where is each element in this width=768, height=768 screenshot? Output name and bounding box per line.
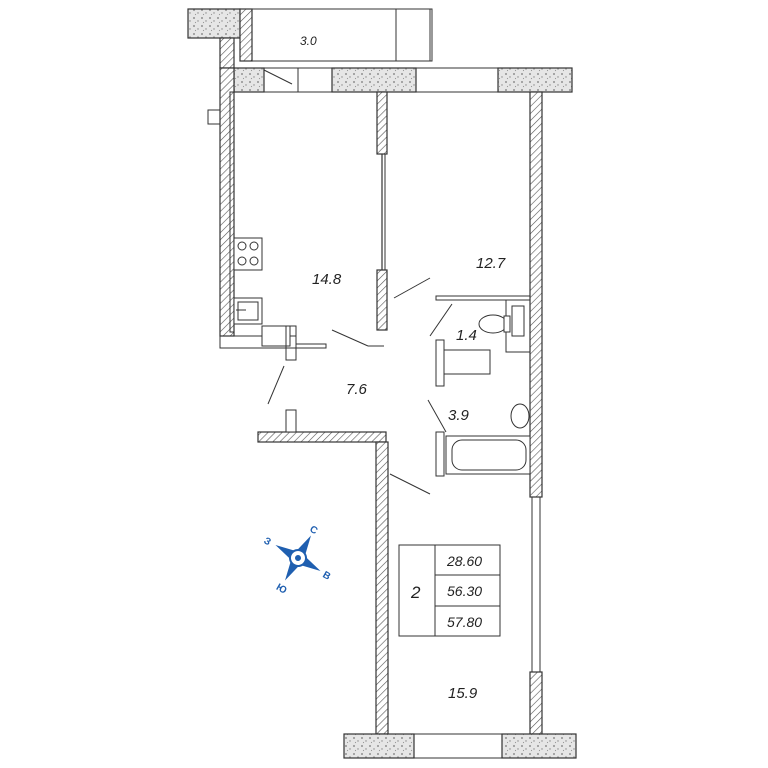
bedroom-door-swing	[393, 277, 431, 299]
washbasin-icon	[510, 403, 530, 429]
total-area-value: 56.30	[447, 583, 482, 599]
left-wall-niche	[207, 109, 221, 125]
kitchen-partition-lower	[376, 269, 388, 331]
kitchen-area-label: 14.8	[312, 271, 342, 288]
total-area-with-balcony-value: 57.80	[447, 614, 482, 630]
right-window	[531, 496, 541, 673]
compass-west: З	[262, 536, 273, 549]
compass-south: Ю	[274, 582, 288, 597]
top-exterior-wall	[219, 37, 573, 93]
wc-room	[429, 295, 531, 387]
entrance-door-swing	[267, 365, 285, 405]
room-count: 2	[410, 583, 421, 602]
bath-area-label: 3.9	[448, 407, 470, 424]
kitchen-partition-upper	[376, 91, 388, 155]
hall-lower-wall	[257, 409, 387, 443]
living-left-wall	[375, 441, 389, 735]
bottom-exterior-wall	[343, 733, 577, 759]
living-door-swing	[389, 473, 431, 495]
kitchen-window-frame	[229, 91, 235, 333]
stove-icon	[233, 237, 263, 271]
compass-north: С	[308, 524, 320, 537]
right-exterior-wall-upper	[529, 91, 543, 498]
balcony-area-label: 3.0	[300, 34, 317, 48]
wc-area-label: 1.4	[456, 327, 477, 344]
bathroom	[427, 399, 531, 477]
sink-icon	[233, 297, 263, 325]
hall-area-label: 7.6	[346, 381, 368, 398]
toilet-icon	[478, 314, 511, 334]
compass-east: В	[320, 570, 332, 583]
compass-rose-icon: С Ю З В	[262, 524, 333, 597]
area-summary-table: 2 28.60 56.30 57.80	[398, 544, 501, 637]
left-exterior-wall	[219, 67, 235, 337]
bedroom-area-label: 12.7	[476, 255, 506, 272]
living-area-label: 15.9	[448, 685, 478, 702]
kitchen-bottom-wall	[219, 325, 384, 361]
balcony	[187, 8, 433, 62]
living-area-value: 28.60	[446, 553, 482, 569]
right-exterior-wall-lower	[529, 671, 543, 735]
